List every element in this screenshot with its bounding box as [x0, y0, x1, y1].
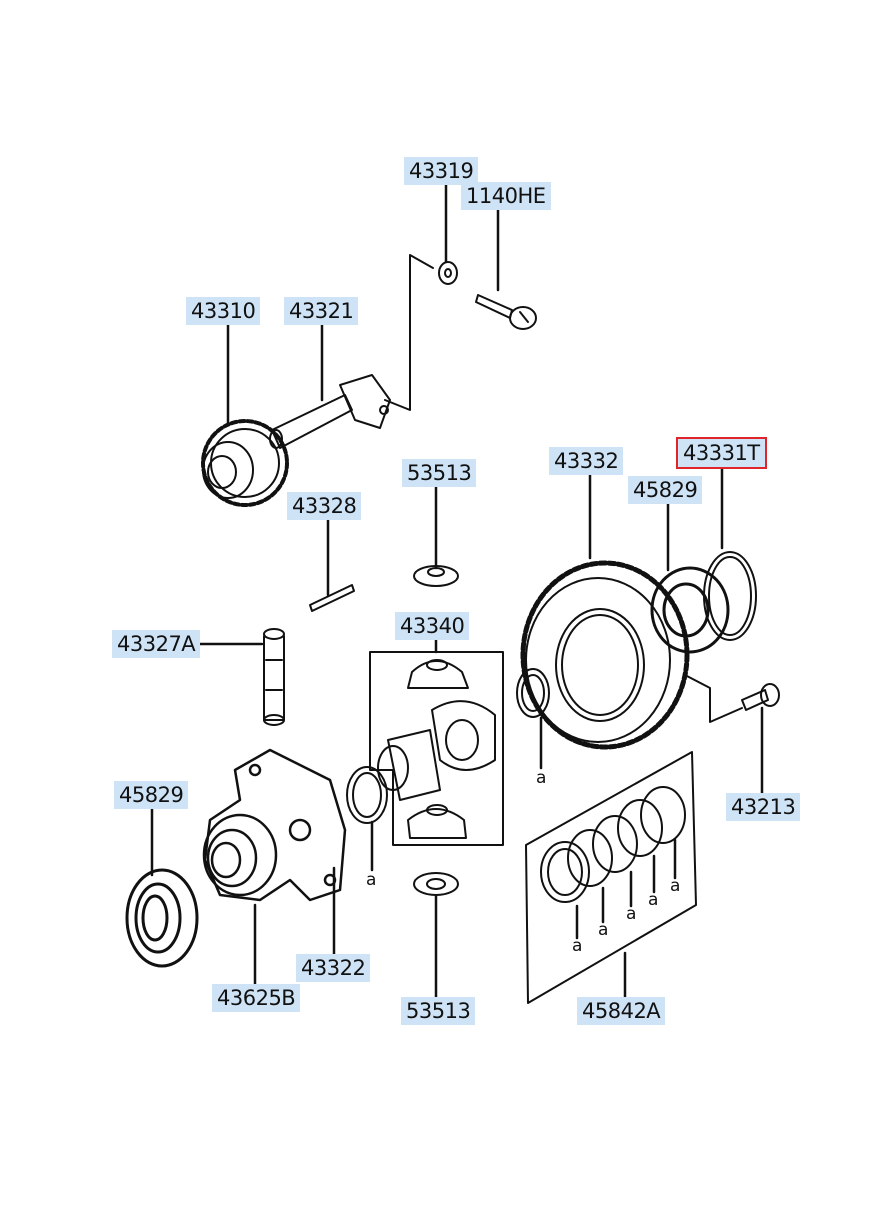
- ref-mark-a: a: [626, 904, 637, 924]
- part-label-43321[interactable]: 43321: [284, 297, 359, 325]
- bolt-part: [741, 683, 780, 711]
- ref-mark-a: a: [366, 870, 377, 890]
- ref-mark-a: a: [598, 920, 609, 940]
- ring-gear-part: [520, 560, 690, 750]
- bearing-part: [125, 868, 199, 968]
- thrust-washer-part: [413, 872, 459, 896]
- ref-mark-a: a: [670, 876, 681, 896]
- pinion-shaft-part: [263, 628, 285, 726]
- part-label-43322[interactable]: 43322: [296, 954, 371, 982]
- part-label-43328[interactable]: 43328: [287, 492, 362, 520]
- part-label-45842A[interactable]: 45842A: [577, 997, 666, 1025]
- washer-part: [438, 261, 458, 285]
- bolt-part: [475, 294, 537, 330]
- part-label-45829-left[interactable]: 45829: [114, 781, 189, 809]
- part-label-43625B[interactable]: 43625B: [212, 984, 301, 1012]
- part-label-53513-bottom[interactable]: 53513: [401, 997, 476, 1025]
- part-label-45829-right[interactable]: 45829: [628, 476, 703, 504]
- thrust-washer-part: [413, 565, 459, 587]
- pinion-gear-set: [369, 651, 504, 846]
- shim-set-part: [525, 751, 697, 1004]
- ref-mark-a: a: [572, 936, 583, 956]
- differential-case-part: [202, 748, 347, 902]
- side-washer-part: [516, 668, 550, 718]
- ref-mark-a: a: [648, 890, 659, 910]
- shaft-part: [269, 374, 391, 449]
- part-label-53513-top[interactable]: 53513: [402, 459, 477, 487]
- part-label-43332[interactable]: 43332: [549, 447, 624, 475]
- bearing-part: [650, 566, 730, 654]
- leader-lines: [150, 183, 764, 1000]
- part-label-43340[interactable]: 43340: [395, 612, 470, 640]
- bracket-line: [684, 674, 743, 723]
- pin-part: [309, 584, 355, 612]
- part-label-43310[interactable]: 43310: [186, 297, 261, 325]
- shim-part: [703, 551, 757, 641]
- side-washer-part: [346, 766, 388, 824]
- part-label-43327A[interactable]: 43327A: [112, 630, 201, 658]
- bracket-line: [384, 254, 434, 411]
- part-label-43331T-selected[interactable]: 43331T: [676, 437, 767, 469]
- gear-part: [201, 419, 289, 507]
- part-label-1140HE[interactable]: 1140HE: [461, 182, 551, 210]
- part-label-43319[interactable]: 43319: [404, 157, 479, 185]
- ref-mark-a: a: [536, 768, 547, 788]
- part-label-43213[interactable]: 43213: [726, 793, 801, 821]
